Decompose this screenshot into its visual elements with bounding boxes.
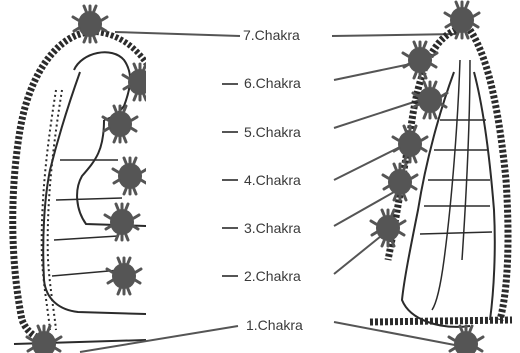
label-chakra-3: 3.Chakra [244,220,301,236]
label-chakra-7: 7.Chakra [243,27,300,43]
label-chakra-5: 5.Chakra [244,124,301,140]
right-figure [370,2,512,353]
label-chakra-6: 6.Chakra [244,75,301,91]
label-chakra-2: 2.Chakra [244,268,301,284]
label-chakra-4: 4.Chakra [244,172,301,188]
left-figure [13,6,157,353]
label-panel [146,22,216,336]
label-chakra-1: 1.Chakra [246,317,303,333]
